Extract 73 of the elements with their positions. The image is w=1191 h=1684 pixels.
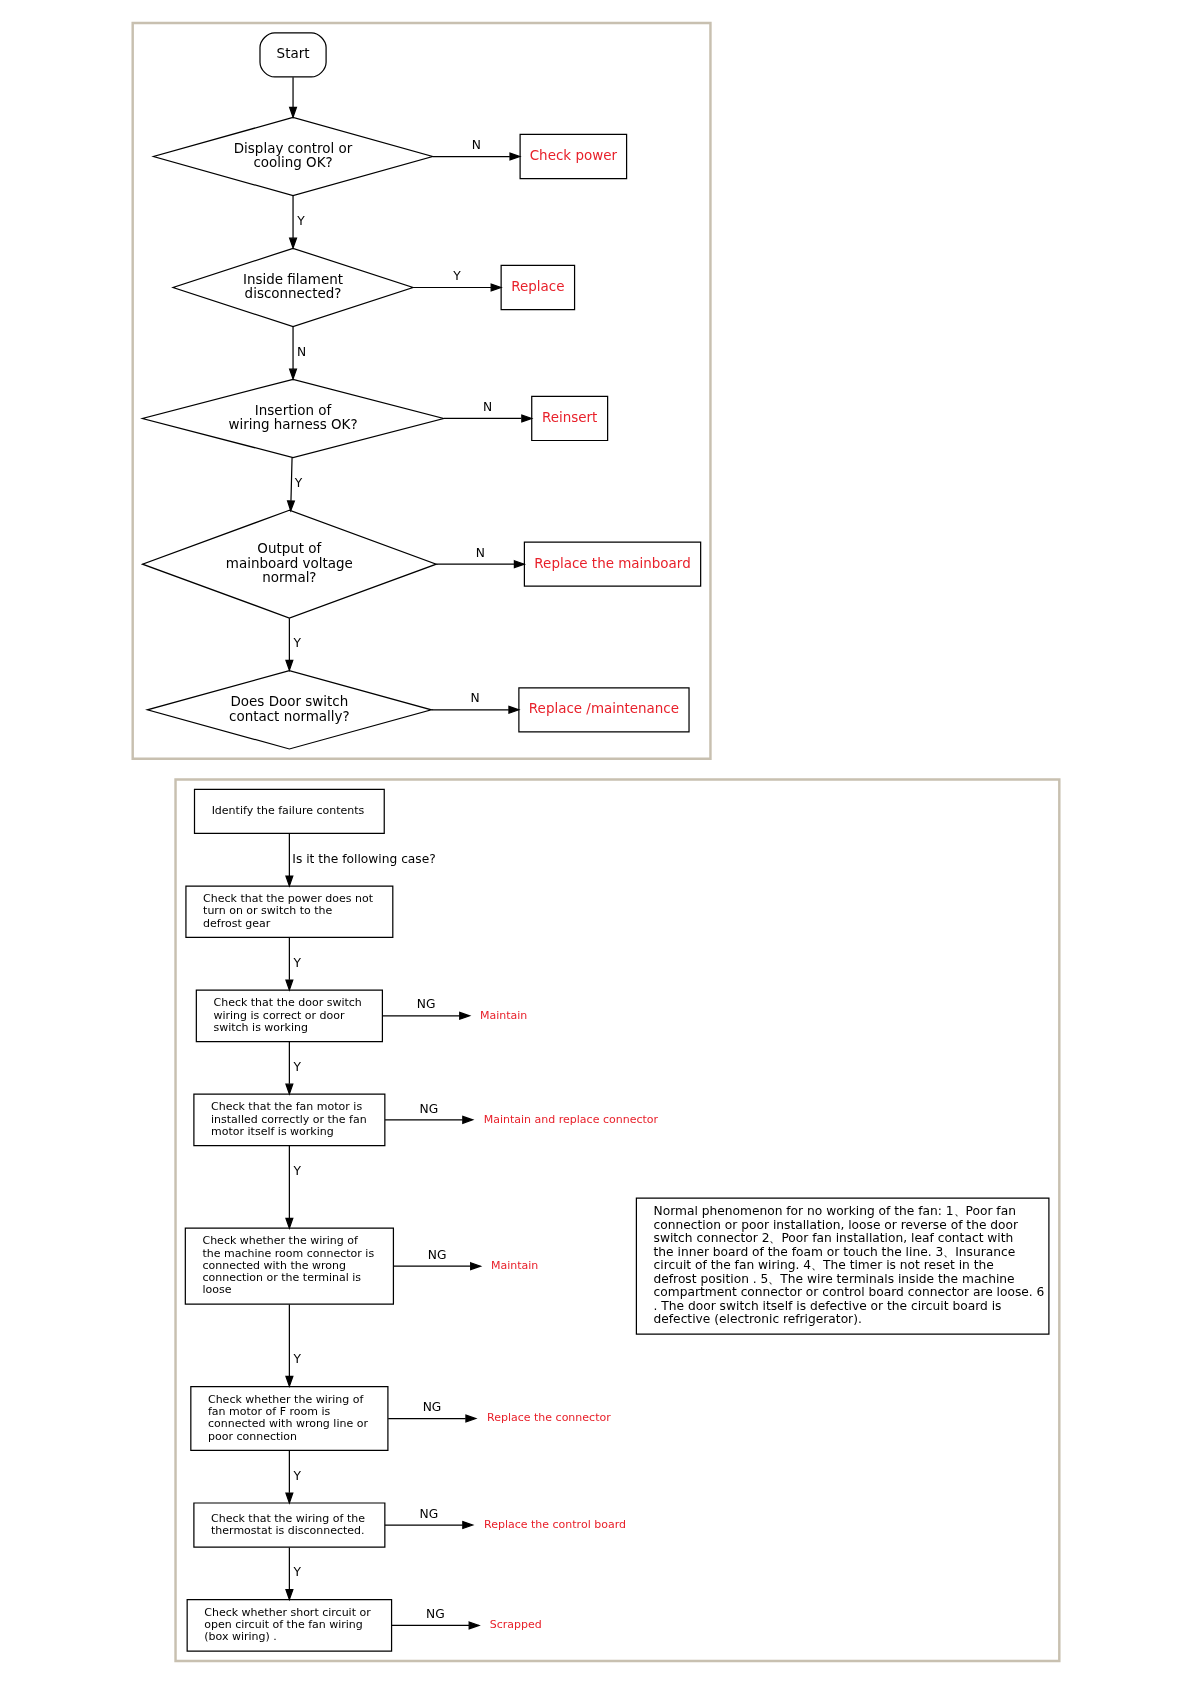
node-box: Check that the wiring of the thermostat is disconnected. — [192, 1502, 385, 1548]
arrow — [442, 414, 533, 423]
node-text: Maintain and replace connector — [483, 1112, 658, 1126]
edge-label: Y — [293, 1163, 301, 1178]
edge-label: NG — [419, 1101, 438, 1116]
arrow — [284, 1145, 294, 1230]
node-box: Replace — [500, 264, 575, 311]
node-box: Check whether the wiring of the machine room connector is connected with the wrong connection or the terminal is loose — [184, 1227, 394, 1305]
arrow — [286, 457, 295, 513]
node-box: Check whether the wiring of fan motor of F room is connected with wrong line or poor connection — [189, 1386, 389, 1451]
node-box: Identify the failure contents — [193, 788, 385, 835]
node-box: Start — [258, 32, 327, 78]
node-box: Replace the mainboard — [523, 541, 701, 587]
node-diamond: Does Door switch contact normally? — [144, 670, 434, 750]
edge-label: Y — [293, 955, 301, 970]
edge-label: NG — [416, 997, 435, 1012]
edge-label: N — [482, 400, 492, 415]
arrow — [431, 152, 522, 161]
edge-label: N — [471, 138, 481, 153]
arrow — [390, 1621, 481, 1630]
edge-label: Y — [294, 476, 302, 491]
arrow — [430, 705, 521, 715]
arrow — [284, 1546, 294, 1602]
node-diamond: Inside filament disconnected? — [170, 247, 415, 328]
arrow — [381, 1011, 471, 1021]
edge-label: Y — [293, 1468, 301, 1483]
node-box: Check power — [519, 133, 627, 180]
cluster — [173, 778, 1061, 1663]
arrow — [383, 1520, 474, 1530]
edge-label: Y — [452, 269, 461, 284]
node-box: Replace /maintenance — [517, 687, 690, 733]
arrow — [284, 937, 294, 992]
node-text: Scrapped — [489, 1618, 542, 1632]
arrow — [284, 617, 294, 673]
edge-label: NG — [419, 1506, 438, 1521]
node-text: Replace the connector — [486, 1411, 611, 1425]
node-box: Reinsert — [530, 395, 608, 442]
arrow — [392, 1261, 482, 1271]
node-text: Maintain — [490, 1258, 538, 1272]
edge-label: N — [475, 545, 485, 560]
edge-label: Y — [293, 1059, 301, 1074]
edge-label: Y — [293, 1565, 301, 1580]
arrow — [412, 283, 503, 292]
node-box: Normal phenomenon for no working of the fan: 1、Poor fan connection or poor installation, loose or reverse of the door switch connector 2、Poor fan installation, leaf contact with the inner board of the foam or touch the line. 3、Insurance circuit of the fan wiring. 4、The timer is not reset in the defrost position . 5、The wire terminals inside the machine compartment connector or control board connector are loose. 6 . The door switch itself is defective or the circuit board is defective (electronic refrigerator). — [635, 1197, 1049, 1335]
arrow — [284, 833, 294, 888]
arrow — [387, 1414, 478, 1423]
edge-label: NG — [425, 1607, 445, 1622]
edge-label: N — [470, 691, 480, 706]
arrow — [383, 1115, 474, 1125]
edge-label: Is it the following case? — [291, 851, 436, 866]
node-text: Maintain — [479, 1008, 527, 1022]
edge-label: NG — [422, 1400, 441, 1415]
arrow — [284, 1041, 294, 1096]
node-text: Replace the control board — [483, 1517, 626, 1531]
node-box: Check that the door switch wiring is correct or door switch is working — [195, 989, 383, 1043]
edge-label: Y — [293, 636, 301, 651]
node-diamond: Insertion of wiring harness OK? — [139, 378, 446, 459]
edge-label: NG — [427, 1247, 446, 1262]
node-box: Check that the fan motor is installed correctly or the fan motor itself is working — [192, 1093, 385, 1147]
cluster — [130, 21, 712, 760]
node-box: Check that the power does not turn on or switch to the defrost gear — [184, 885, 393, 939]
arrow — [284, 1449, 294, 1505]
edge-label: N — [296, 345, 306, 360]
arrow — [435, 559, 526, 569]
node-diamond: Output of mainboard voltage normal? — [140, 509, 438, 619]
arrow — [288, 76, 297, 119]
arrow — [284, 1303, 294, 1389]
arrow — [288, 326, 297, 381]
node-box: Check whether short circuit or open circuit of the fan wiring (box wiring) . — [186, 1599, 392, 1652]
edge-label: Y — [296, 214, 305, 229]
node-diamond: Display control or cooling OK? — [150, 116, 435, 197]
arrow — [288, 195, 297, 250]
edge-label: Y — [293, 1352, 301, 1367]
